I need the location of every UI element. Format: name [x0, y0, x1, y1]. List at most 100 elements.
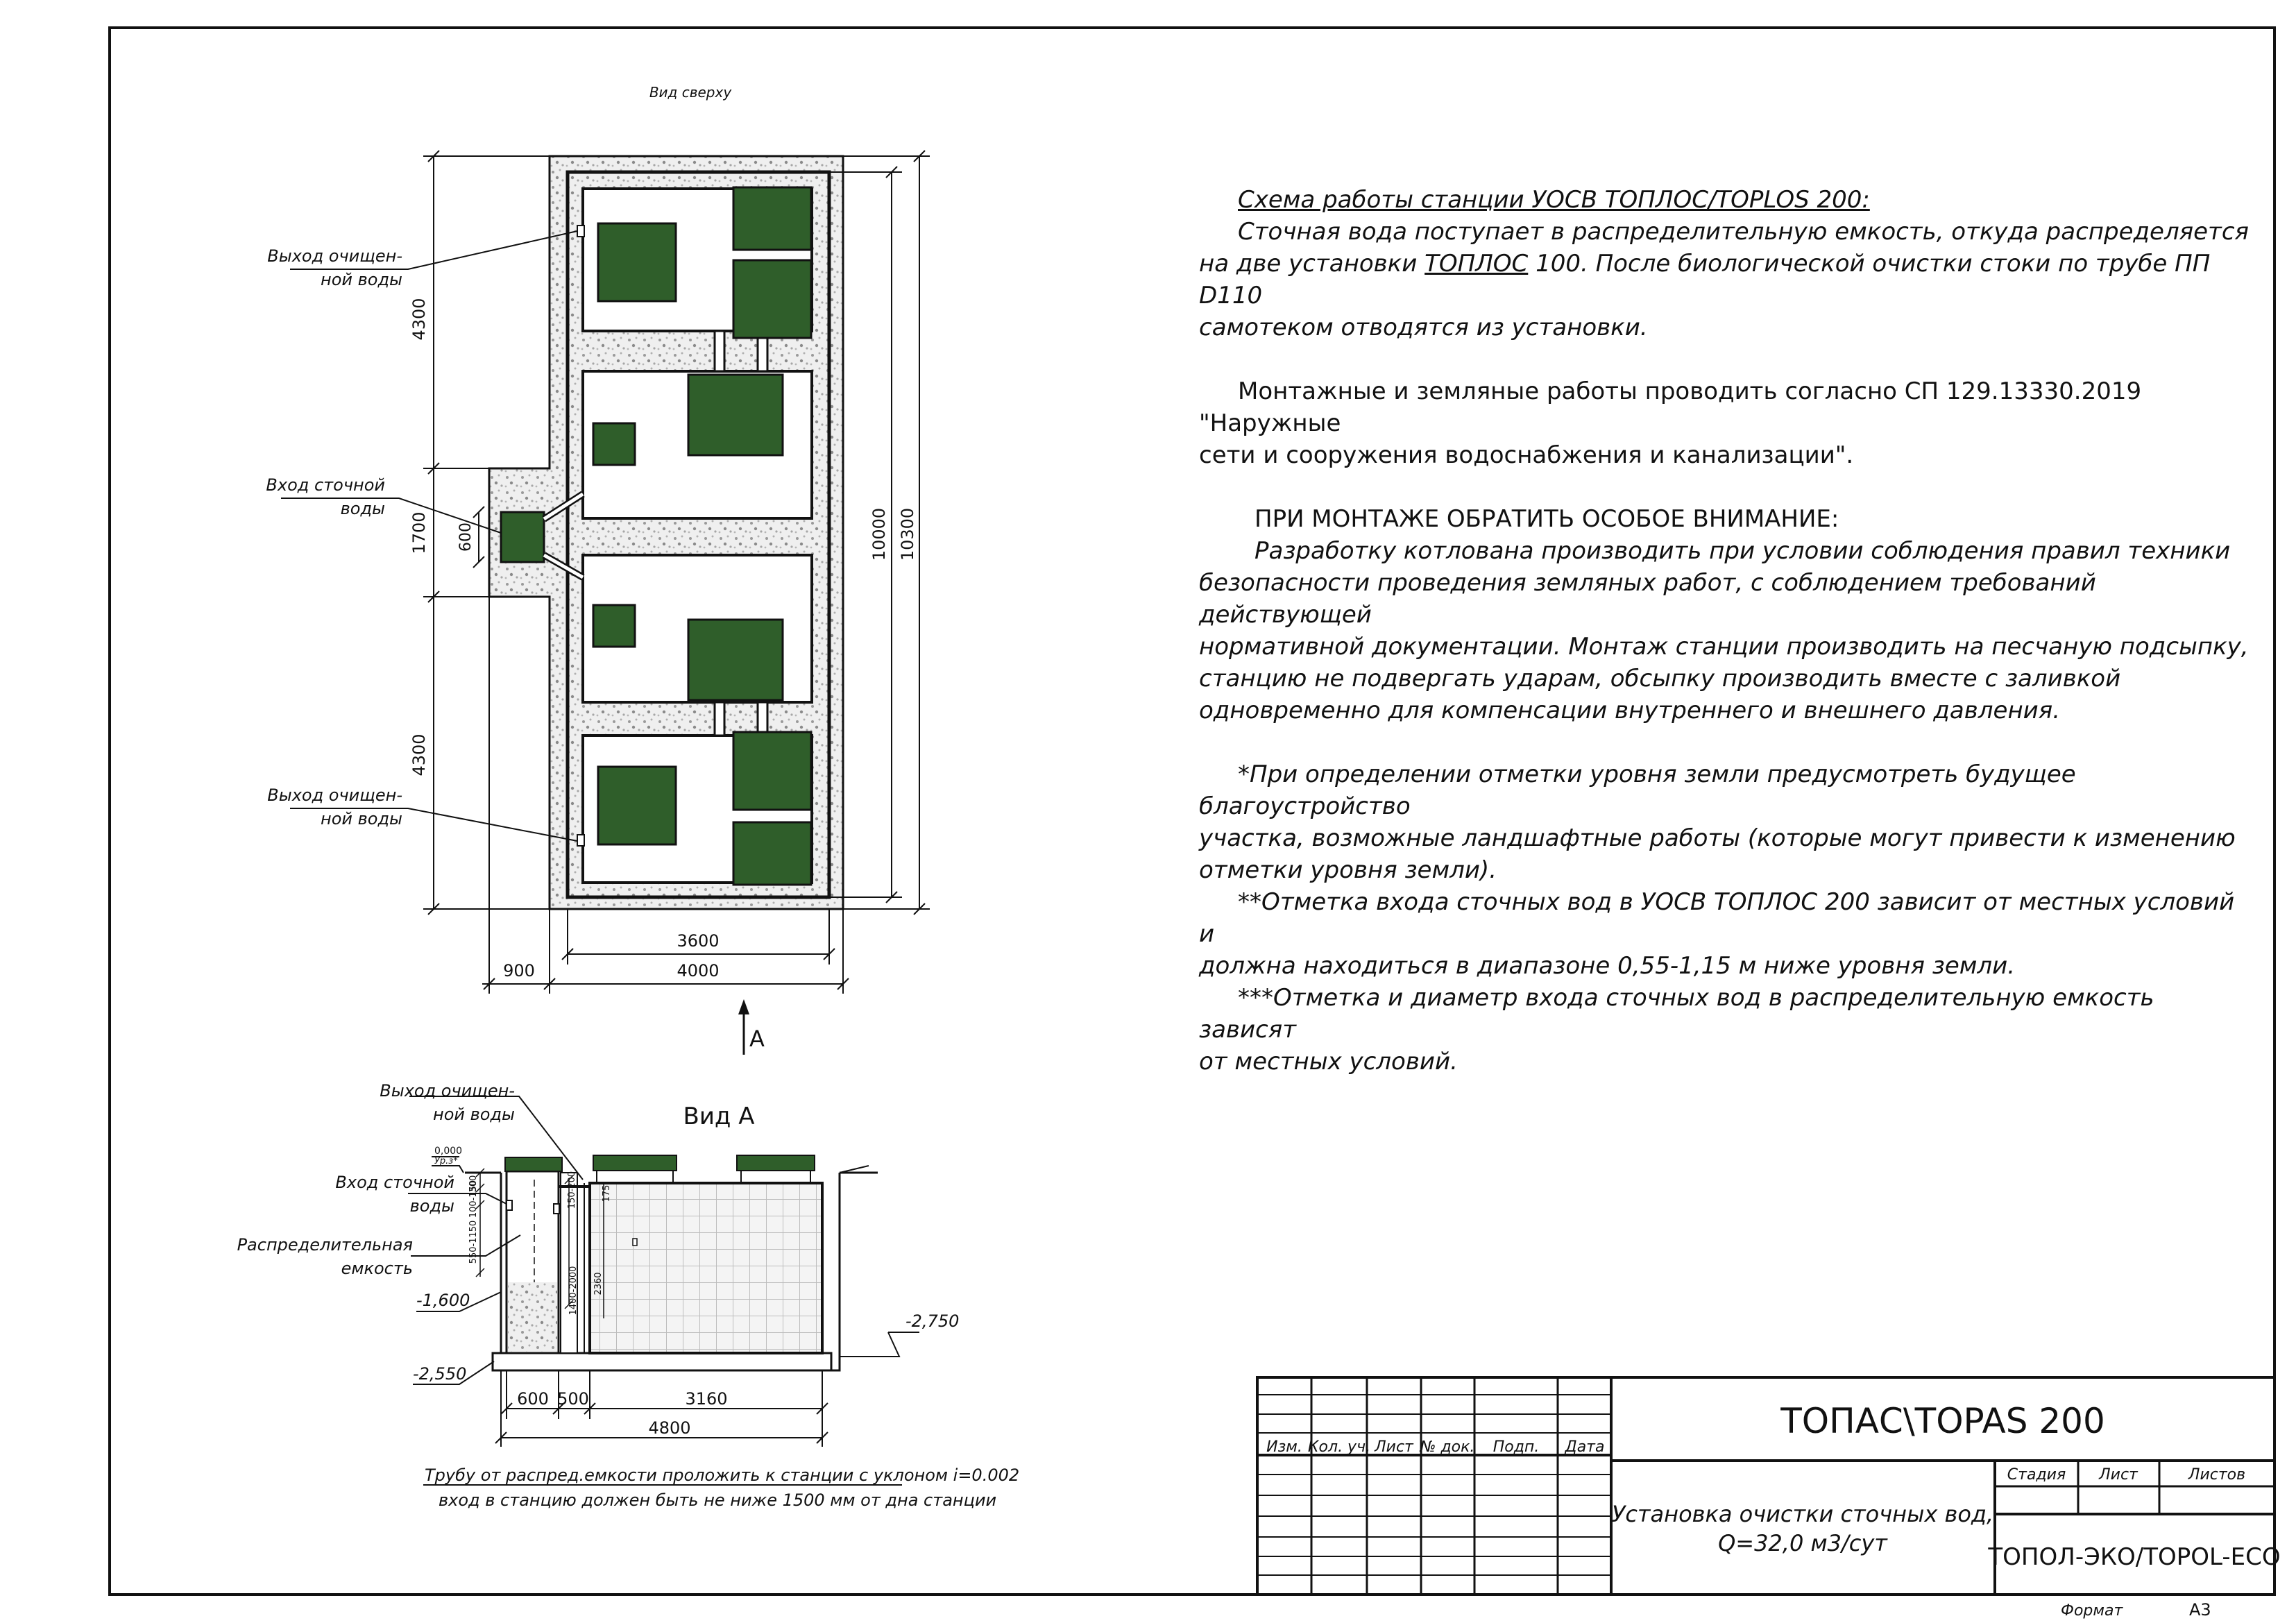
view-a-title: Вид А	[683, 1103, 755, 1130]
notes-p1-b: на две установки ТОПЛОС 100. После биоло…	[1199, 248, 2254, 312]
tb-sheets: Листов	[2188, 1466, 2245, 1484]
notes-p2-b: сети и сооружения водоснабжения и канали…	[1199, 441, 1854, 469]
notes-p4-a: *При определении отметки уровня земли пр…	[1199, 760, 2076, 820]
tb-project: ТОПАС\TOPAS 200	[1780, 1401, 2105, 1441]
small-dim-6: 2360	[593, 1272, 604, 1295]
top-view-labels	[281, 230, 578, 842]
dim-bottom-left: 900	[503, 961, 535, 980]
view-a-inlet-1: Вход сточной	[335, 1173, 454, 1192]
outlet-bottom-label-1: Выход очищен-	[267, 785, 402, 805]
title-block	[1256, 1376, 2276, 1596]
outlet-top-label-2: ной воды	[321, 270, 402, 289]
ground-level-text: Ур.з*	[434, 1156, 458, 1166]
outlet-top-label-1: Выход очищен-	[267, 246, 402, 266]
pipe-note-2: вход в станцию должен быть не ниже 1500 …	[439, 1490, 996, 1510]
notes-p3-e: одновременно для компенсации внутреннего…	[1199, 697, 2061, 724]
treatment-unit-4	[581, 731, 813, 886]
zero-level-mark	[432, 1156, 464, 1173]
notes-p1-b-part2: 100. После биологической очистки стоки п…	[1199, 250, 2211, 309]
level-2550: -2,550	[413, 1364, 466, 1384]
notes-p3-a: Разработку котлована производить при усл…	[1255, 537, 2231, 565]
view-a-inlet-2: воды	[410, 1196, 454, 1216]
notes-p1-c: самотеком отводятся из установки.	[1199, 314, 1648, 341]
tb-description-2: Q=32,0 м3/сут	[1718, 1530, 1888, 1556]
view-a-outlet-2: ной воды	[433, 1105, 515, 1124]
section-arrow-label: A	[749, 1026, 765, 1052]
level-2750: -2,750	[905, 1311, 959, 1331]
treatment-unit-2	[581, 370, 813, 520]
view-a-section	[465, 1155, 878, 1372]
view-a-small-dims	[475, 1168, 604, 1318]
notes-p4-b: участка, возможные ландшафтные работы (к…	[1199, 824, 2236, 852]
outlet-bottom-label-2: ной воды	[321, 809, 402, 829]
zero-level-text: 0,000	[434, 1146, 462, 1157]
section-arrow-a	[738, 999, 749, 1055]
tb-header-podp: Подп.	[1493, 1438, 1540, 1456]
tb-sheet: Лист	[2098, 1466, 2138, 1484]
notes-p4-c: отметки уровня земли).	[1199, 856, 1497, 884]
notes-heading: Схема работы станции УОСВ ТОПЛОС/TOPLOS …	[1238, 186, 1870, 214]
notes-p3-d: станцию не подвергать ударам, обсыпку пр…	[1199, 665, 2121, 692]
notes-p3-b: безопасности проведения земляных работ, …	[1199, 569, 2096, 629]
view-a-dim-3160: 3160	[685, 1389, 727, 1409]
top-view-dims-bottom	[482, 597, 849, 994]
dim-right-outer: 10300	[898, 508, 917, 561]
tb-header-doc: № док.	[1420, 1438, 1475, 1456]
notes-p5-b: должна находиться в диапазоне 0,55-1,15 …	[1199, 952, 2016, 980]
notes-p5-a: **Отметка входа сточных вод в УОСВ ТОПЛО…	[1199, 888, 2235, 948]
small-dim-3: 550-1150	[468, 1221, 479, 1264]
dim-bottom-outer: 4000	[677, 961, 719, 980]
small-dim-5: 1400-2000	[568, 1266, 579, 1316]
tb-description-1: Установка очистки сточных вод,	[1612, 1501, 1993, 1527]
view-a-tank-2: емкость	[341, 1259, 413, 1278]
pipe-note-1: Трубу от распред.емкости проложить к ста…	[425, 1465, 1019, 1485]
notes-p1-b-part1: на две установки	[1199, 250, 1425, 278]
notes-p3-c: нормативной документации. Монтаж станции…	[1199, 633, 2249, 661]
view-a-dim-600: 600	[517, 1389, 549, 1409]
tb-header-list: Лист	[1374, 1438, 1414, 1456]
tb-company: ТОПОЛ-ЭКО/TOPOL-ECO	[1987, 1543, 2280, 1571]
dim-left-top: 4300	[409, 298, 429, 340]
dim-left-bottom: 4300	[409, 733, 429, 776]
distribution-tank-top	[500, 491, 585, 581]
dim-right-inner: 10000	[869, 508, 889, 561]
treatment-unit-3	[581, 554, 813, 704]
outlet-marker-top	[577, 225, 585, 237]
notes-p1-a: Сточная вода поступает в распределительн…	[1238, 218, 2250, 246]
unit-connectors	[713, 330, 769, 737]
notes-p1-b-underlined: ТОПЛОС	[1425, 250, 1529, 278]
top-view-dims-left	[423, 150, 550, 915]
tb-stage: Стадия	[2007, 1466, 2066, 1484]
small-dim-7: 175	[602, 1185, 612, 1203]
tb-format-value: A3	[2189, 1600, 2211, 1620]
top-view-title: Вид сверху	[649, 84, 733, 101]
dim-bottom-inner: 3600	[677, 931, 719, 951]
view-a-dim-4800: 4800	[648, 1418, 690, 1438]
notes-p6-a: ***Отметка и диаметр входа сточных вод в…	[1199, 984, 2154, 1044]
notes-block: Схема работы станции УОСВ ТОПЛОС/TOPLOS …	[1199, 184, 2254, 1078]
view-a-tank-1: Распределительная	[237, 1235, 413, 1255]
small-dim-4: 150-200	[567, 1171, 577, 1209]
view-a-dim-500: 500	[557, 1389, 589, 1409]
outlet-marker-bottom	[577, 834, 585, 847]
notes-p2-a: Монтажные и земляные работы проводить со…	[1199, 377, 2142, 437]
small-dim-2: 100-150	[468, 1180, 479, 1218]
treatment-unit-1	[581, 186, 813, 339]
top-view-dims-right	[829, 150, 930, 915]
view-a-leaders	[408, 1096, 919, 1385]
sheet-border	[108, 26, 2276, 1596]
level-1600: -1,600	[416, 1291, 470, 1310]
dim-left-mid-inner: 600	[457, 522, 475, 552]
dim-left-mid: 1700	[409, 511, 429, 554]
view-a-dims-bottom	[495, 1370, 828, 1447]
tb-header-kol: Кол. уч.	[1308, 1438, 1370, 1456]
notes-p6-b: от местных условий.	[1199, 1048, 1458, 1076]
view-a-outlet-1: Выход очищен-	[380, 1081, 515, 1101]
tb-header-date: Дата	[1565, 1438, 1605, 1456]
inlet-label-2: воды	[341, 499, 385, 518]
tb-format-label: Формат	[2061, 1602, 2123, 1620]
notes-p3-head: ПРИ МОНТАЖЕ ОБРАТИТЬ ОСОБОЕ ВНИМАНИЕ:	[1255, 505, 1839, 533]
tb-header-izm: Изм.	[1266, 1438, 1302, 1456]
inlet-label-1: Вход сточной	[266, 475, 385, 495]
